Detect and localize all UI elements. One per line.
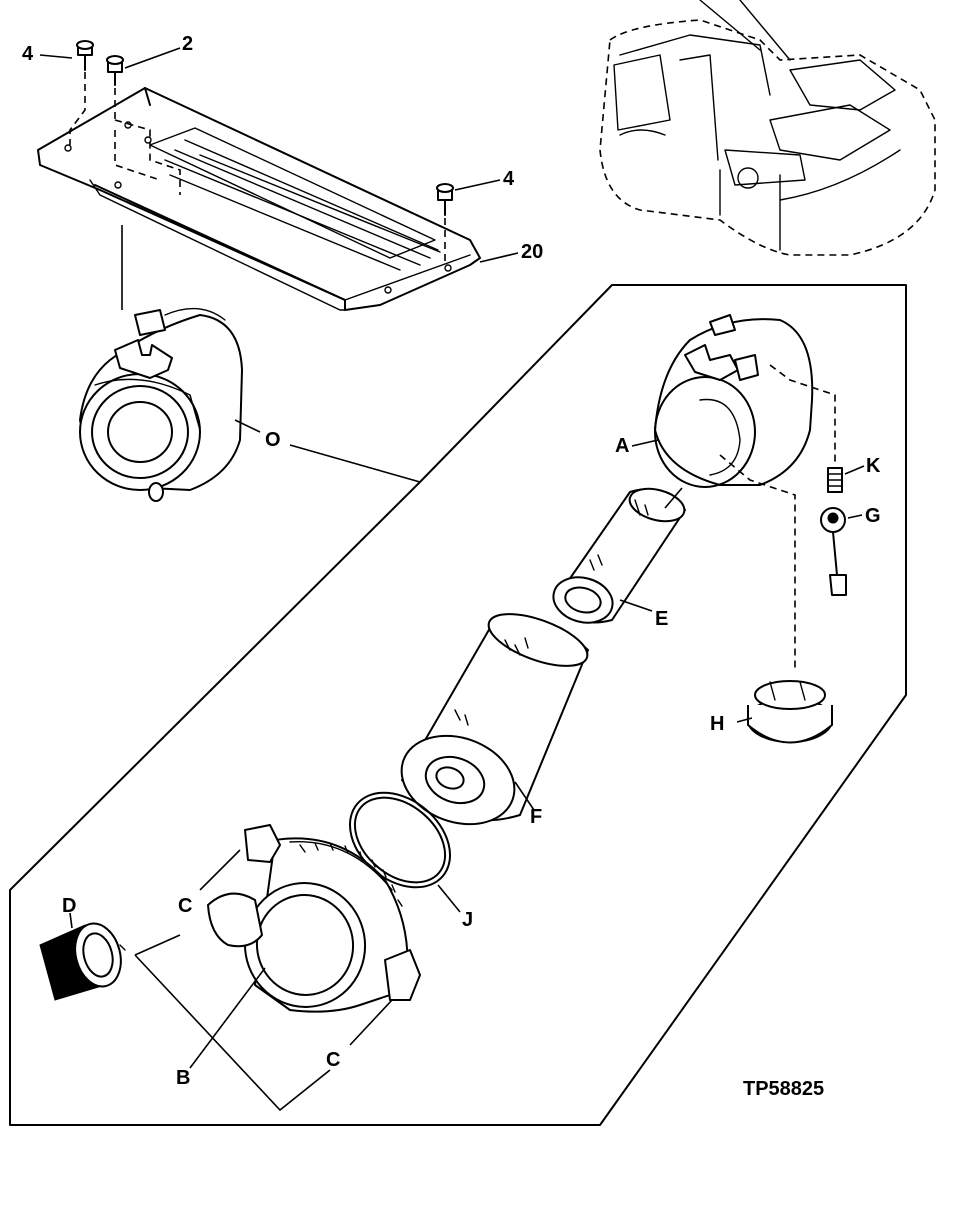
- label-clamp-lower: C: [326, 1049, 340, 1071]
- air-cleaner-assembly: [79, 307, 243, 502]
- label-cap: D: [62, 895, 76, 917]
- label-housing: A: [615, 435, 629, 457]
- label-housing-assembly: O: [265, 429, 281, 451]
- cap-icon: [39, 922, 126, 1001]
- label-primary-element: F: [530, 806, 542, 828]
- label-ring: J: [462, 909, 473, 931]
- bolt-right-icon: [436, 183, 454, 262]
- excavator-illustration: [599, 0, 936, 256]
- label-fitting: K: [866, 455, 881, 477]
- housing: [654, 314, 836, 670]
- bolt-left-icon: [69, 40, 94, 145]
- valve-icon: [747, 680, 833, 744]
- safety-element: [552, 487, 686, 624]
- indicator-icon: [820, 507, 847, 596]
- figure-code: TP58825: [743, 1078, 824, 1100]
- label-clamp-upper: C: [178, 895, 192, 917]
- assembly-frame: [9, 284, 907, 1126]
- label-bolt-top: 2: [182, 33, 193, 55]
- label-safety-element: E: [655, 608, 668, 630]
- mounting-plate: [37, 87, 481, 311]
- label-plate: 20: [521, 241, 543, 263]
- bolt-top-icon: [106, 55, 124, 120]
- label-indicator: G: [865, 505, 881, 527]
- primary-element: [400, 613, 589, 826]
- cover: [207, 824, 421, 1013]
- fitting-icon: [827, 467, 843, 493]
- label-cover: B: [176, 1067, 190, 1089]
- label-bolt-right: 4: [503, 168, 515, 190]
- label-bolt-left: 4: [22, 43, 34, 65]
- label-valve: H: [710, 713, 724, 735]
